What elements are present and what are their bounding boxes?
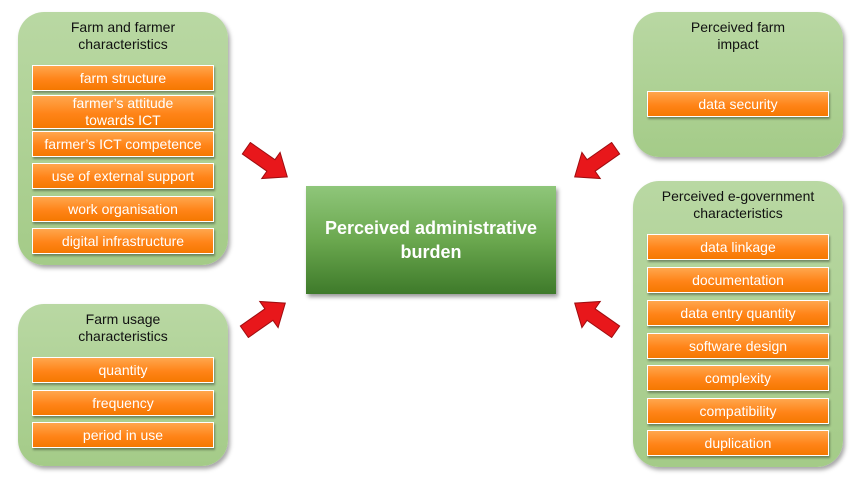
- item-compatibility: compatibility: [647, 398, 829, 424]
- item-work-organisation: work organisation: [32, 196, 214, 222]
- item-data-security: data security: [647, 91, 829, 117]
- item-farm-structure: farm structure: [32, 65, 214, 91]
- panel-farm-and-farmer-characteristics: Farm and farmer characteristics farm str…: [18, 12, 228, 265]
- center-perceived-administrative-burden: Perceived administrative burden: [306, 186, 556, 294]
- item-frequency: frequency: [32, 390, 214, 416]
- panel-title: Farm and farmer characteristics: [70, 19, 176, 52]
- panel-title: Perceived farm impact: [690, 19, 786, 52]
- item-data-entry-quantity: data entry quantity: [647, 300, 829, 326]
- item-data-linkage: data linkage: [647, 234, 829, 260]
- item-quantity: quantity: [32, 357, 214, 383]
- item-farmer-attitude-towards-ict: farmer’s attitude towards ICT: [32, 95, 214, 129]
- arrow-top-left-icon: [241, 142, 288, 180]
- arrow-bottom-left-icon: [239, 300, 286, 338]
- item-complexity: complexity: [647, 365, 829, 391]
- item-documentation: documentation: [647, 267, 829, 293]
- item-farmer-ict-competence: farmer’s ICT competence: [32, 131, 214, 157]
- item-period-in-use: period in use: [32, 422, 214, 448]
- panel-title: Perceived e-government characteristics: [661, 188, 815, 221]
- panel-title: Farm usage characteristics: [78, 311, 168, 344]
- arrow-bottom-right-icon: [574, 300, 621, 338]
- item-digital-infrastructure: digital infrastructure: [32, 228, 214, 254]
- item-use-of-external-support: use of external support: [32, 163, 214, 189]
- item-software-design: software design: [647, 333, 829, 359]
- arrow-top-right-icon: [574, 142, 621, 180]
- panel-perceived-e-government-characteristics: Perceived e-government characteristics d…: [633, 181, 843, 467]
- item-duplication: duplication: [647, 430, 829, 456]
- panel-farm-usage-characteristics: Farm usage characteristics quantity freq…: [18, 304, 228, 466]
- panel-perceived-farm-impact: Perceived farm impact data security: [633, 12, 843, 157]
